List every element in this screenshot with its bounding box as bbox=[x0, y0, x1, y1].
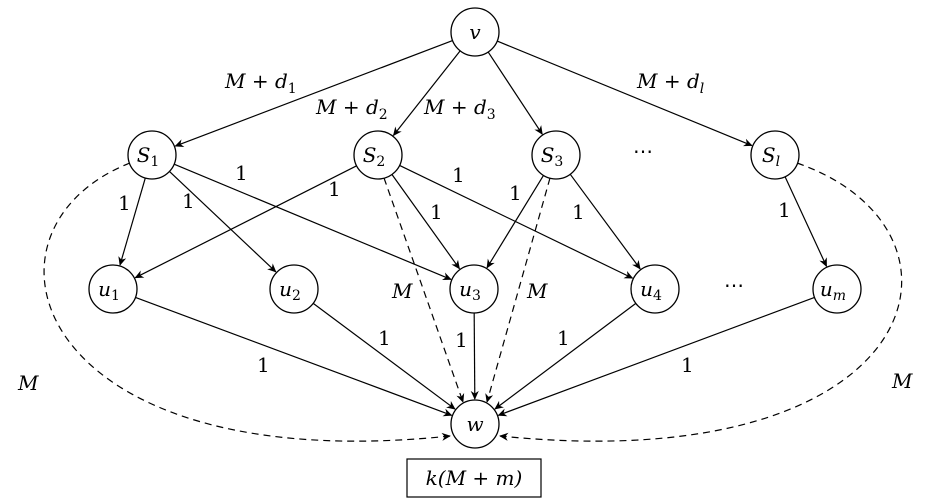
edge-label-S3-w: M bbox=[526, 279, 548, 303]
edge-S2-to-u1 bbox=[134, 165, 357, 279]
edge-S3-to-u3 bbox=[486, 175, 544, 269]
edge-v-to-S2 bbox=[392, 50, 461, 137]
edge-Sl-to-w bbox=[499, 162, 903, 442]
edge-v-to-S1 bbox=[174, 39, 453, 148]
edge-u3-to-w bbox=[470, 312, 479, 400]
node-label-um: um bbox=[820, 277, 846, 304]
edge-label-S2-u4: 1 bbox=[452, 163, 465, 187]
edge-label-um-w: 1 bbox=[681, 353, 694, 377]
node-w: w bbox=[450, 399, 500, 449]
ellipsis-s-row: ⋯ bbox=[633, 139, 653, 163]
edge-label-v-S2: M + d2 bbox=[315, 95, 388, 123]
node-label-w: w bbox=[466, 412, 483, 436]
node-u2: u2 bbox=[269, 264, 319, 314]
edge-S1-to-u1 bbox=[118, 177, 146, 266]
edge-label-u3-w: 1 bbox=[455, 328, 468, 352]
ellipsis-u-row: ⋯ bbox=[724, 273, 744, 297]
node-label-S1: S1 bbox=[137, 143, 160, 170]
edge-u4-to-w bbox=[494, 302, 637, 410]
edge-label-v-Sl: M + dl bbox=[636, 69, 704, 97]
node-S3: S3 bbox=[531, 130, 581, 180]
edge-label-S1-u3: 1 bbox=[235, 161, 248, 185]
node-label-S3: S3 bbox=[541, 143, 564, 170]
node-label-u3: u3 bbox=[459, 277, 481, 304]
node-u4: u4 bbox=[630, 264, 680, 314]
node-u3: u3 bbox=[449, 264, 499, 314]
edge-S1-to-w bbox=[43, 162, 451, 442]
edge-S1-to-u3 bbox=[173, 163, 452, 281]
edge-label-u2-w: 1 bbox=[378, 326, 391, 350]
edge-label-u4-w: 1 bbox=[557, 326, 570, 350]
edge-S2-to-u3 bbox=[391, 174, 460, 270]
edge-label-S3-u4: 1 bbox=[572, 200, 585, 224]
edge-label-Sl-um: 1 bbox=[778, 198, 791, 222]
node-um: um bbox=[812, 264, 862, 314]
capacity-box: k(M + m) bbox=[406, 458, 542, 498]
edge-S2-to-u4 bbox=[399, 164, 634, 279]
edge-label-S1-u1: 1 bbox=[118, 191, 131, 215]
node-S1: S1 bbox=[127, 130, 177, 180]
edge-label-Sl-w: M bbox=[891, 369, 913, 393]
edge-um-to-w bbox=[497, 296, 815, 417]
edge-label-S2-w: M bbox=[391, 279, 413, 303]
edge-label-S2-u1: 1 bbox=[328, 177, 341, 201]
edge-label-S2-u3: 1 bbox=[430, 200, 443, 224]
capacity-box-label: k(M + m) bbox=[426, 466, 523, 490]
edge-u1-to-w bbox=[135, 296, 453, 417]
edge-Sl-to-um bbox=[784, 176, 828, 268]
node-label-Sl: Sl bbox=[762, 143, 780, 170]
node-label-u4: u4 bbox=[640, 277, 662, 304]
edge-u2-to-w bbox=[312, 302, 456, 410]
edge-v-to-S3 bbox=[487, 51, 543, 135]
edge-S1-to-u2 bbox=[169, 171, 277, 273]
node-label-S2: S2 bbox=[363, 143, 386, 170]
edge-label-v-S1: M + d1 bbox=[224, 69, 297, 97]
node-label-u1: u1 bbox=[98, 277, 120, 304]
edge-S2-to-w bbox=[383, 177, 465, 403]
edge-label-S1-w: M bbox=[17, 371, 39, 395]
node-label-v: v bbox=[469, 20, 481, 44]
edge-label-S3-u3: 1 bbox=[509, 181, 522, 205]
edge-S3-to-w bbox=[485, 177, 551, 403]
node-u1: u1 bbox=[88, 264, 138, 314]
node-label-u2: u2 bbox=[279, 277, 301, 304]
edge-label-S1-u2: 1 bbox=[182, 189, 195, 213]
node-S2: S2 bbox=[353, 130, 403, 180]
edge-S3-to-u4 bbox=[569, 173, 641, 270]
node-v: v bbox=[450, 7, 500, 57]
edge-v-to-Sl bbox=[496, 40, 753, 147]
edge-label-u1-w: 1 bbox=[257, 353, 270, 377]
edge-label-v-S3: M + d3 bbox=[423, 95, 496, 123]
node-Sl: Sl bbox=[750, 130, 800, 180]
